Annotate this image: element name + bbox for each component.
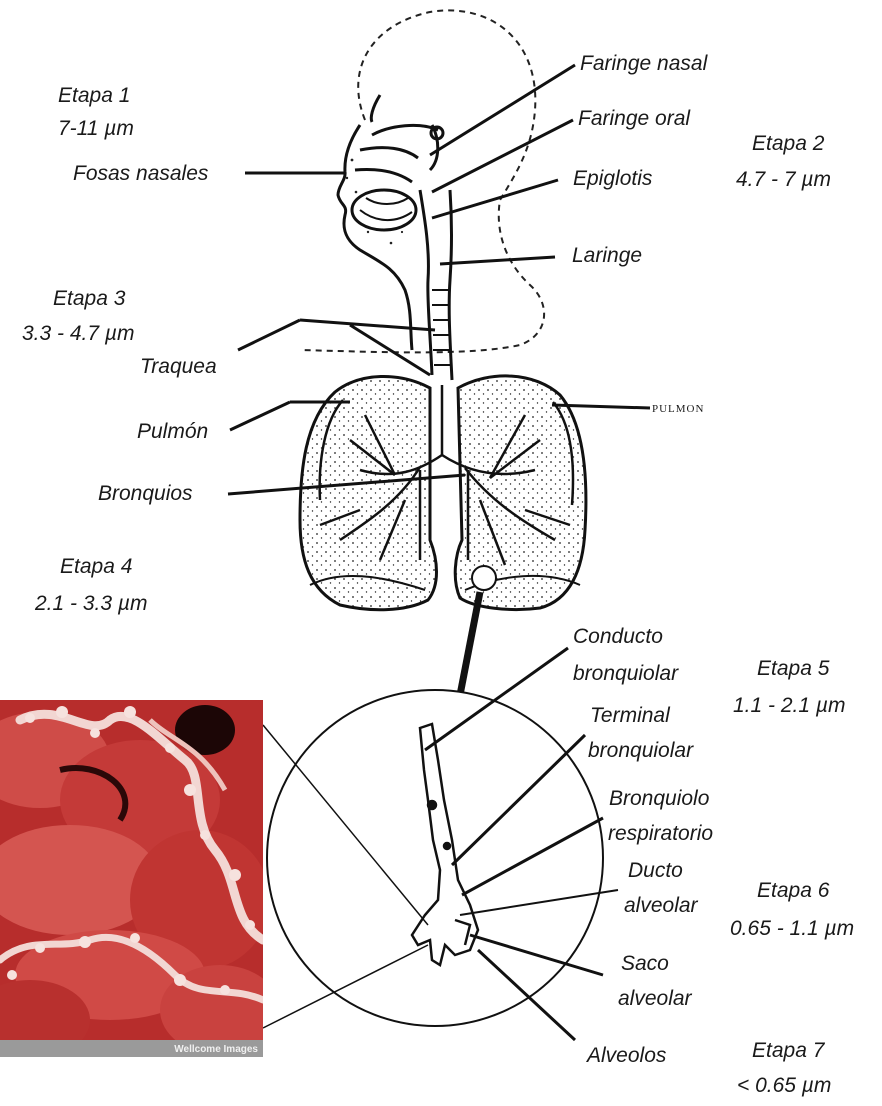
label-terminal-bronquiolar-2: bronquiolar bbox=[588, 739, 694, 762]
label-ducto-alveolar-1: Ducto bbox=[628, 859, 683, 882]
lungs bbox=[300, 376, 586, 610]
stage-1-range: 7-11 µm bbox=[58, 117, 134, 140]
label-bronquios: Bronquios bbox=[98, 482, 193, 505]
stage-2-name: Etapa 2 bbox=[752, 132, 825, 155]
stage-7-range: < 0.65 µm bbox=[737, 1074, 831, 1097]
label-traquea: Traquea bbox=[140, 355, 217, 378]
stage-3-range: 3.3 - 4.7 µm bbox=[22, 322, 134, 345]
alveolar-region-marker bbox=[472, 566, 496, 590]
photo-credit: Wellcome Images bbox=[174, 1044, 258, 1055]
stage-3-name: Etapa 3 bbox=[53, 287, 126, 310]
label-conducto-bronquiolar-1: Conducto bbox=[573, 625, 663, 648]
zoom-connector bbox=[460, 592, 480, 695]
airway-tube bbox=[420, 190, 452, 380]
label-faringe-oral: Faringe oral bbox=[578, 107, 691, 130]
stage-5-name: Etapa 5 bbox=[757, 657, 830, 680]
label-pulmon-right: PULMON bbox=[652, 403, 704, 415]
label-epiglotis: Epiglotis bbox=[573, 167, 653, 190]
label-conducto-bronquiolar-2: bronquiolar bbox=[573, 662, 679, 685]
stage-4-range: 2.1 - 3.3 µm bbox=[34, 592, 147, 615]
label-alveolos: Alveolos bbox=[585, 1044, 667, 1067]
label-laringe: Laringe bbox=[572, 244, 642, 267]
label-faringe-nasal: Faringe nasal bbox=[580, 52, 709, 75]
head-outline bbox=[300, 10, 544, 352]
alveoli-photo: Wellcome Images bbox=[0, 700, 280, 1060]
label-bronquiolo-respiratorio-1: Bronquiolo bbox=[609, 787, 710, 810]
label-bronquiolo-respiratorio-2: respiratorio bbox=[608, 822, 713, 845]
label-saco-alveolar-2: alveolar bbox=[618, 987, 693, 1010]
stage-7-name: Etapa 7 bbox=[752, 1039, 826, 1062]
label-saco-alveolar-1: Saco bbox=[621, 952, 669, 975]
stage-5-range: 1.1 - 2.1 µm bbox=[733, 694, 845, 717]
stage-1-name: Etapa 1 bbox=[58, 84, 130, 107]
stage-2-range: 4.7 - 7 µm bbox=[736, 168, 831, 191]
label-pulmon: Pulmón bbox=[137, 420, 208, 443]
label-ducto-alveolar-2: alveolar bbox=[624, 894, 699, 917]
stage-6-range: 0.65 - 1.1 µm bbox=[730, 917, 854, 940]
label-fosas-nasales: Fosas nasales bbox=[73, 162, 209, 185]
stage-6-name: Etapa 6 bbox=[757, 879, 830, 902]
stage-4-name: Etapa 4 bbox=[60, 555, 132, 578]
label-terminal-bronquiolar-1: Terminal bbox=[590, 704, 671, 727]
